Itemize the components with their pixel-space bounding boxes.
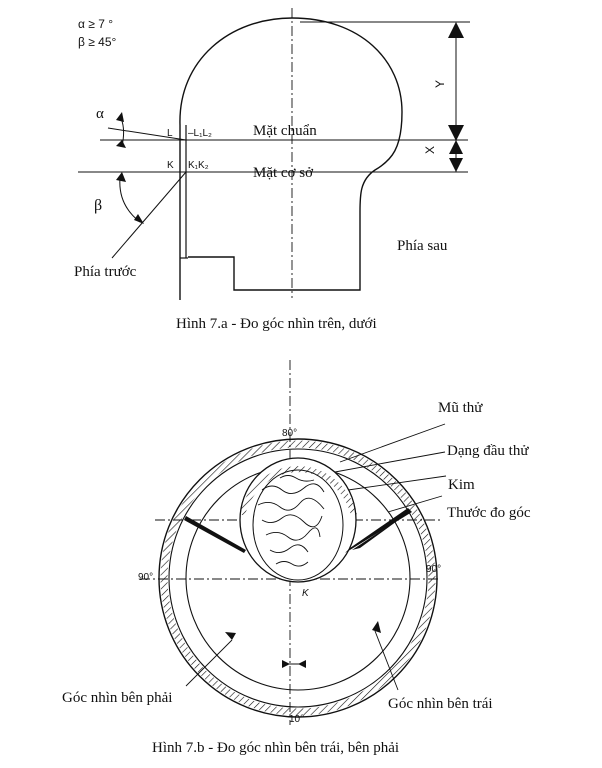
alpha-arrow-top [116,112,124,122]
points-K1K2-label: K₁K₂ [188,160,209,171]
alpha-sight-line [107,127,187,141]
beta-arrow-top [116,172,126,182]
left-view-arrow [372,621,381,633]
dim-X-arrow-top [449,140,463,154]
rear-side-label: Phía sau [397,238,448,254]
headform-texture [257,475,325,567]
dim-Y-arrow-top [448,22,464,38]
angle-left-label: 90° [138,572,153,583]
points-L1L2-label: –L₁L₂ [188,128,212,139]
headform [239,457,357,583]
beta-arc [119,177,141,223]
dim-Y-label: Y [433,80,447,88]
dim-Y-arrow-bottom [448,125,464,141]
protractor-label: Thước đo góc [447,505,531,521]
head-profile-outline [179,17,403,300]
point-L-label: L [167,128,173,139]
right-view-leader [185,639,233,687]
caption-b: Hình 7.b - Đo góc nhìn bên trái, bên phả… [152,740,399,756]
front-side-label: Phía trước [74,264,137,280]
angle-top-label: 80° [282,428,297,439]
test-helmet-label: Mũ thử [438,400,483,416]
beta-constraint: β ≥ 45° [78,35,117,49]
caption-a: Hình 7.a - Đo góc nhìn trên, dưới [176,316,377,332]
helmet-hatched-shell [160,440,436,716]
left-view-angle-label: Góc nhìn bên trái [388,696,493,712]
helmet-inner-ring [168,448,428,708]
point-K-label: K [167,160,174,171]
alpha-arrow-bottom [116,140,126,148]
left-blade [184,516,246,553]
base-plane-label: Mặt cơ sở [253,165,314,181]
headform-inner [252,469,344,581]
figure-a: α ≥ 7 ° β ≥ 45° α β L –L₁L₂ K [74,8,470,332]
needle-label: Kim [448,477,475,493]
beta-arrow-bottom [134,214,144,224]
alpha-label: α [96,106,104,122]
right-view-angle-label: Góc nhìn bên phải [62,690,172,706]
right-view-arrow [225,632,236,640]
dim-X-label: X [423,146,437,154]
beta-label: β [94,197,102,214]
right-protractor-wedge [345,508,412,553]
test-headform-label: Dạng đầu thử [447,443,529,459]
needle-leader [347,475,447,491]
helmet-outer-ring [158,438,438,718]
headform-hatched-cap [239,466,357,516]
helmet-leader [339,423,446,463]
headform-leader [334,451,446,473]
alpha-constraint: α ≥ 7 ° [78,17,113,31]
protractor-leader [387,495,443,513]
dim-X-arrow-bottom [449,158,463,172]
angle-bottom-label: 10° [289,714,304,725]
point-K-label-b: K [302,588,310,599]
angle-right-label: 90° [426,564,441,575]
beta-sight-line [111,171,187,259]
left-view-leader [374,630,399,691]
figure-b: Mũ thử Dạng đầu thử Kim Thước đo góc 80°… [62,360,531,756]
right-protractor-fill [352,513,408,550]
reference-plane-label: Mặt chuẩn [253,123,317,139]
